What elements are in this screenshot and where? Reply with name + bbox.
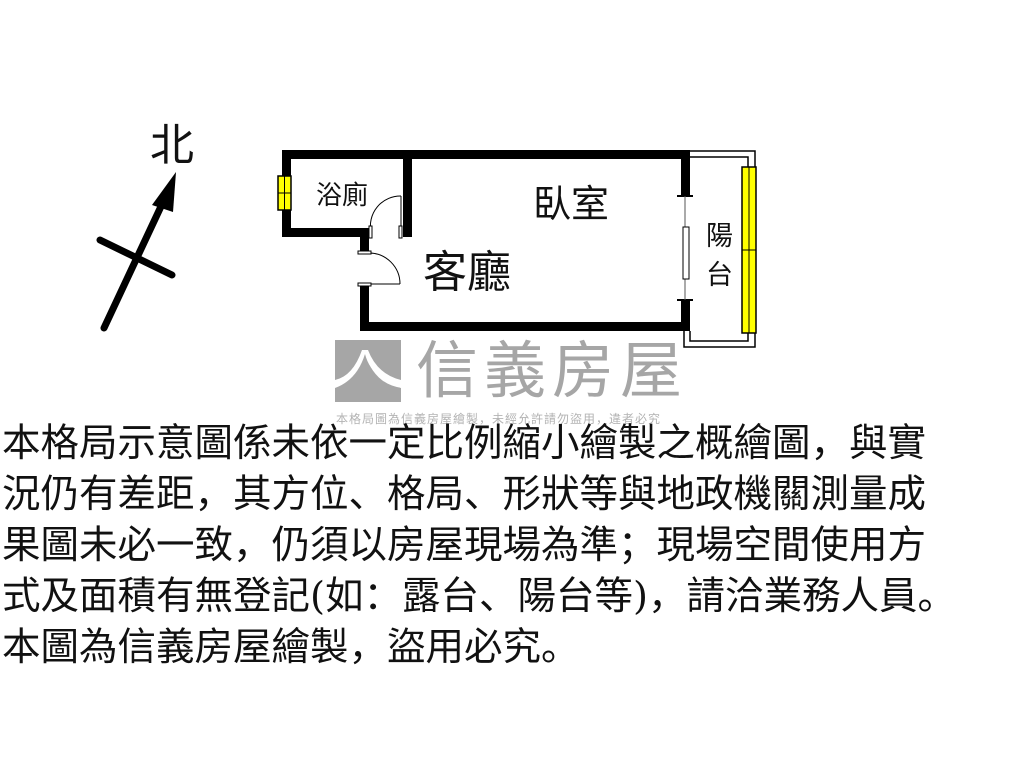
disclaimer-line: 果圖未必一致，仍須以房屋現場為準；現場空間使用方: [2, 523, 927, 568]
brand-logo-icon: [335, 340, 401, 402]
entrance-door: [357, 250, 401, 287]
living-room-label: 客廳: [423, 247, 511, 298]
balcony-outline: [683, 150, 756, 348]
walls: [282, 150, 690, 331]
bathroom-door: [368, 195, 403, 239]
bedroom-label: 臥室: [533, 182, 609, 226]
balcony-label-line1: 陽: [706, 221, 733, 252]
north-arrow-icon: [96, 172, 176, 332]
disclaimer-text: 本格局示意圖係未依一定比例縮小繪製之概繪圖，與實 況仍有差距，其方位、格局、形狀…: [2, 418, 1022, 673]
north-label: 北: [150, 120, 194, 171]
bathroom-label: 浴廁: [316, 181, 368, 211]
floor-plan: 北: [96, 120, 757, 348]
balcony-window: [741, 166, 757, 334]
disclaimer-line: 況仍有差距，其方位、格局、形狀等與地政機關測量成: [2, 472, 927, 517]
disclaimer-line: 式及面積有無登記(如：露台、陽台等)，請洽業務人員。: [2, 574, 957, 619]
bathroom-window: [277, 175, 292, 211]
balcony-sliding-door: [677, 195, 693, 301]
copyright-watermark: 本格局圖為信義房屋繪製，未經允許請勿盜用，違者必究: [336, 412, 662, 426]
brand-watermark-name: 信義房屋: [416, 334, 689, 407]
disclaimer-line: 本格局示意圖係未依一定比例縮小繪製之概繪圖，與實: [2, 421, 927, 466]
disclaimer-line: 本圖為信義房屋繪製，盜用必究。: [2, 625, 580, 670]
balcony-label-line2: 台: [706, 260, 733, 291]
